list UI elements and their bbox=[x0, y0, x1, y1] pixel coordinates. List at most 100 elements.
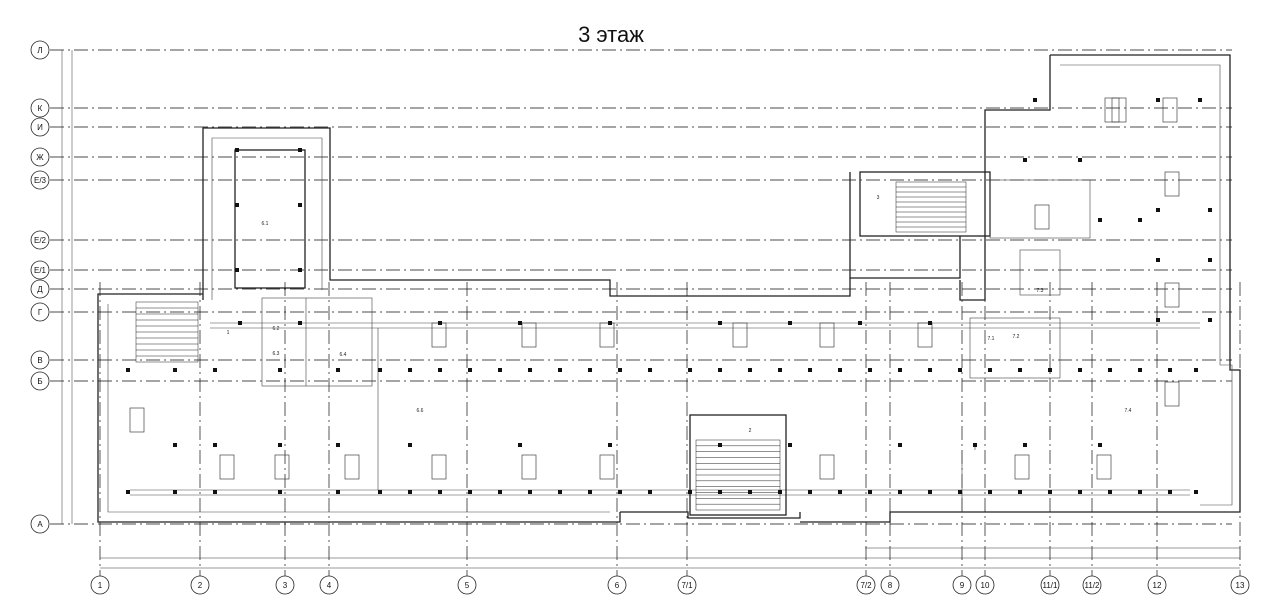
column bbox=[213, 490, 217, 494]
column bbox=[213, 443, 217, 447]
column bbox=[718, 368, 722, 372]
column bbox=[608, 443, 612, 447]
axis-bubble bbox=[1147, 575, 1167, 595]
axis-bubble bbox=[30, 371, 50, 391]
room-label: 7.4 bbox=[1125, 408, 1132, 414]
column bbox=[1098, 218, 1102, 222]
column bbox=[1033, 98, 1037, 102]
room-label: 1 bbox=[227, 330, 230, 336]
column bbox=[788, 321, 792, 325]
room-label: 2 bbox=[749, 428, 752, 434]
column bbox=[235, 268, 239, 272]
axis-bubble bbox=[457, 575, 477, 595]
column bbox=[748, 490, 752, 494]
column bbox=[528, 490, 532, 494]
column bbox=[1208, 318, 1212, 322]
room-labels: 6.1 6.2 6.3 6.4 6.6 1 2 3 7.3 7.2 7.1 7.… bbox=[227, 195, 1132, 434]
room-label: 7.1 bbox=[988, 336, 995, 342]
column bbox=[408, 443, 412, 447]
column bbox=[928, 368, 932, 372]
room-label: 7.2 bbox=[1013, 334, 1020, 340]
column bbox=[958, 490, 962, 494]
column bbox=[173, 443, 177, 447]
column bbox=[608, 321, 612, 325]
column bbox=[718, 490, 722, 494]
column bbox=[498, 490, 502, 494]
column bbox=[898, 443, 902, 447]
axis-bubble bbox=[319, 575, 339, 595]
axis-bubble bbox=[856, 575, 876, 595]
interior-square bbox=[431, 322, 447, 348]
interior-square bbox=[1162, 97, 1178, 123]
column bbox=[438, 368, 442, 372]
axis-bubble bbox=[30, 350, 50, 370]
column bbox=[298, 321, 302, 325]
room-label: 6.2 bbox=[273, 326, 280, 332]
column bbox=[336, 443, 340, 447]
interior-square bbox=[1014, 454, 1030, 480]
column bbox=[688, 490, 692, 494]
column bbox=[518, 443, 522, 447]
axis-label: 7/2 bbox=[860, 581, 872, 590]
axis-label: 4 bbox=[327, 581, 332, 590]
column bbox=[468, 368, 472, 372]
plan-title: 3 этаж bbox=[578, 22, 644, 47]
interior-square bbox=[732, 322, 748, 348]
column bbox=[718, 321, 722, 325]
column bbox=[278, 368, 282, 372]
vertical-grid-lines bbox=[99, 282, 1241, 578]
building-walls bbox=[97, 54, 1241, 523]
column bbox=[928, 490, 932, 494]
interior-squares bbox=[129, 97, 1180, 480]
column bbox=[778, 368, 782, 372]
interior-square bbox=[431, 454, 447, 480]
axis-bubble bbox=[30, 279, 50, 299]
interior-square bbox=[599, 322, 615, 348]
column bbox=[173, 490, 177, 494]
interior-square bbox=[917, 322, 933, 348]
column bbox=[336, 368, 340, 372]
axis-label: К bbox=[38, 104, 43, 113]
interior-square bbox=[1104, 97, 1120, 123]
column bbox=[838, 490, 842, 494]
column bbox=[278, 490, 282, 494]
column bbox=[235, 148, 239, 152]
column bbox=[648, 490, 652, 494]
interior-square bbox=[344, 454, 360, 480]
interior-square bbox=[1034, 204, 1050, 230]
column bbox=[1108, 490, 1112, 494]
room-label: 6.4 bbox=[340, 352, 347, 358]
axis-bubble bbox=[30, 170, 50, 190]
column bbox=[1023, 158, 1027, 162]
axis-label: 9 bbox=[960, 581, 965, 590]
axis-label: Е/1 bbox=[34, 266, 47, 275]
axis-label: 5 bbox=[465, 581, 470, 590]
column bbox=[1078, 368, 1082, 372]
axis-label: 3 bbox=[283, 581, 288, 590]
axis-label: Е/3 bbox=[34, 176, 47, 185]
column bbox=[378, 490, 382, 494]
axis-bubble bbox=[30, 514, 50, 534]
axis-bubble bbox=[975, 575, 995, 595]
column bbox=[1198, 98, 1202, 102]
interior-square bbox=[521, 322, 537, 348]
interior-square bbox=[129, 407, 145, 433]
column bbox=[648, 368, 652, 372]
column bbox=[1156, 258, 1160, 262]
axis-bubble bbox=[90, 575, 110, 595]
column bbox=[748, 368, 752, 372]
axis-bubble bbox=[607, 575, 627, 595]
column bbox=[1078, 490, 1082, 494]
column bbox=[838, 368, 842, 372]
column bbox=[298, 148, 302, 152]
column bbox=[336, 490, 340, 494]
column bbox=[126, 490, 130, 494]
axis-label: 12 bbox=[1153, 581, 1162, 590]
column bbox=[788, 443, 792, 447]
column bbox=[1168, 368, 1172, 372]
column bbox=[1048, 490, 1052, 494]
axis-label: 1 bbox=[98, 581, 103, 590]
axis-label: 11/2 bbox=[1085, 581, 1101, 590]
axis-bubble bbox=[275, 575, 295, 595]
